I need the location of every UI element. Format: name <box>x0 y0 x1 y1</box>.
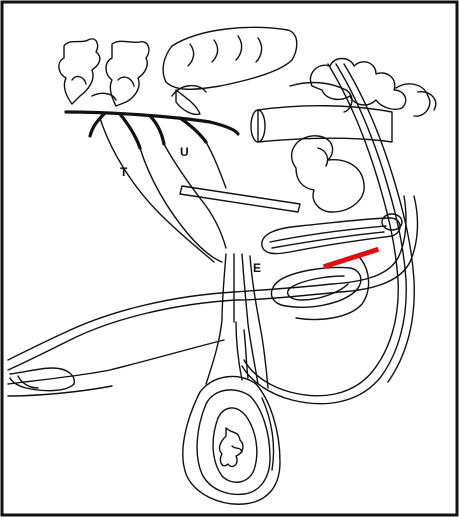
nerve-branches <box>66 112 238 262</box>
stippled-mass <box>292 136 365 212</box>
penis-shaft <box>8 196 417 396</box>
pelvic-bone <box>163 27 297 114</box>
rod <box>180 186 300 212</box>
red-marker <box>326 250 376 266</box>
label-u: U <box>180 145 189 159</box>
rectum <box>251 83 392 142</box>
testis <box>183 376 280 504</box>
label-e: E <box>253 261 261 275</box>
label-t: T <box>120 165 128 179</box>
gland-body <box>262 214 402 254</box>
vertebrae <box>59 39 149 106</box>
